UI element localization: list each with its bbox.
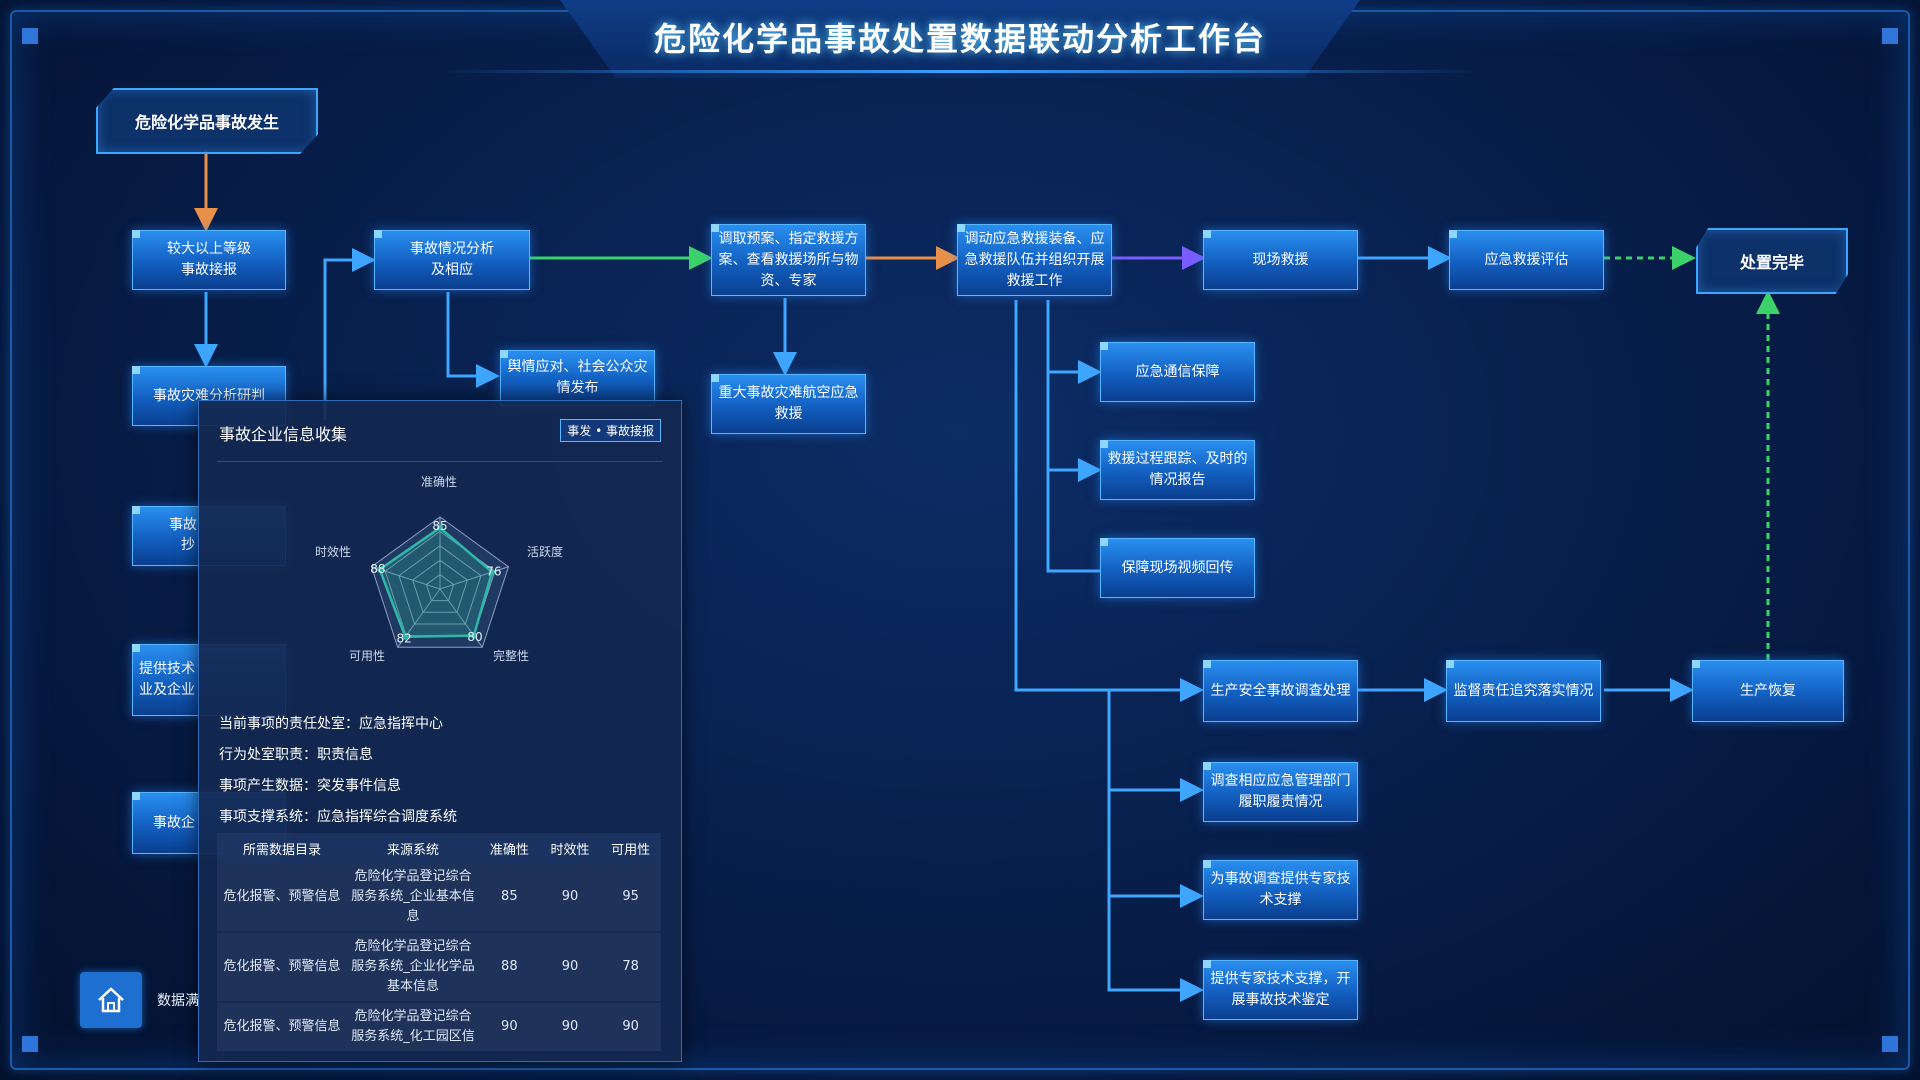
table-row[interactable]: 危化报警、预警信息 危险化学品登记综合服务系统_化工园区信 90 90 90 [217, 1001, 661, 1051]
radar-value-label: 76 [486, 564, 501, 578]
table-cell: 90 [539, 863, 601, 932]
radar-axis-line [439, 566, 509, 590]
radar-axis-line [371, 566, 441, 590]
node-evaluate[interactable]: 应急救援评估 [1449, 230, 1604, 290]
radar-value-label: 88 [370, 562, 385, 576]
page-title: 危险化学品事故处置数据联动分析工作台 [653, 20, 1266, 58]
node-tracking[interactable]: 救援过程跟踪、及时的 情况报告 [1100, 440, 1255, 500]
home-button[interactable] [80, 972, 142, 1028]
table-header: 可用性 [600, 833, 661, 863]
table-cell: 90 [539, 1001, 601, 1051]
node-restore[interactable]: 生产恢复 [1692, 660, 1844, 722]
table-cell: 88 [479, 931, 540, 1002]
end-node[interactable]: 处置完毕 [1696, 228, 1848, 294]
info-system: 事项支撑系统：应急指挥综合调度系统 [219, 809, 457, 825]
radar-grid-ring [398, 545, 482, 625]
node-investigation[interactable]: 生产安全事故调查处理 [1203, 660, 1358, 722]
table-header: 准确性 [479, 833, 540, 863]
node-comm[interactable]: 应急通信保障 [1100, 342, 1255, 402]
table-cell: 95 [600, 863, 661, 932]
radar-axis-label: 可用性 [349, 649, 386, 663]
corner-ornament [22, 28, 38, 44]
radar-chart: 85 76 80 82 88 [370, 516, 510, 648]
table-cell: 90 [600, 1001, 661, 1051]
node-tech-appraisal[interactable]: 提供专家技术支撑，开 展事故技术鉴定 [1203, 960, 1358, 1020]
table-row[interactable]: 危化报警、预警信息 危险化学品登记综合服务系统_企业基本信息 85 90 95 [217, 863, 661, 932]
node-analysis[interactable]: 事故情况分析 及相应 [374, 230, 530, 290]
node-mobilize[interactable]: 调动应急救援装备、应 急救援队伍并组织开展 救援工作 [957, 224, 1112, 296]
radar-point [489, 569, 496, 576]
node-expert-support[interactable]: 为事故调查提供专家技 术支撑 [1203, 860, 1358, 920]
radar-grid-ring [425, 573, 455, 602]
table-row[interactable]: 危化报警、预警信息 危险化学品登记综合服务系统_企业化学品基本信息 88 90 … [217, 931, 661, 1002]
table-header: 来源系统 [347, 833, 479, 863]
corner-ornament [22, 1036, 38, 1052]
radar-grid-ring [412, 559, 468, 613]
node-onsite[interactable]: 现场救援 [1203, 230, 1358, 290]
table-cell: 85 [479, 863, 540, 932]
radar-value-label: 82 [396, 631, 411, 645]
table-cell: 78 [600, 931, 661, 1002]
radar-point [376, 566, 383, 573]
table-cell: 危化报警、预警信息 [217, 1001, 347, 1051]
radar-series-area [378, 526, 494, 639]
table-cell: 危化报警、预警信息 [217, 931, 347, 1002]
data-label: 数据满 [157, 993, 199, 1009]
node-dept-duty[interactable]: 调查相应应急管理部门 履职履责情况 [1203, 762, 1358, 822]
table-header: 时效性 [539, 833, 601, 863]
data-catalog-table: 所需数据目录 来源系统 准确性 时效性 可用性 危化报警、预警信息 危险化学品登… [217, 833, 661, 1051]
table-cell: 危化报警、预警信息 [217, 863, 347, 932]
radar-point [470, 632, 477, 639]
info-duty: 行为处室职责：职责信息 [219, 747, 373, 763]
table-cell: 危险化学品登记综合服务系统_企业基本信息 [347, 863, 479, 932]
radar-value-label: 80 [467, 630, 482, 644]
radar-axis-label: 时效性 [315, 545, 352, 559]
start-node[interactable]: 危险化学品事故发生 [96, 88, 318, 154]
node-report[interactable]: 较大以上等级 事故接报 [132, 230, 286, 290]
node-aviation[interactable]: 重大事故灾难航空应急 救援 [711, 374, 866, 434]
table-cell: 90 [539, 931, 601, 1002]
radar-value-label: 85 [432, 519, 447, 533]
radar-axis-label: 活跃度 [527, 545, 564, 559]
info-dept: 当前事项的责任处室：应急指挥中心 [219, 716, 443, 732]
table-header: 所需数据目录 [217, 833, 347, 863]
home-icon [98, 987, 124, 1013]
radar-axis-label: 准确性 [421, 475, 458, 489]
title-bar [560, 0, 1360, 78]
table-cell: 90 [479, 1001, 540, 1051]
table-cell: 危险化学品登记综合服务系统_化工园区信 [347, 1001, 479, 1051]
radar-point [437, 524, 443, 531]
node-plan[interactable]: 调取预案、指定救援方 案、查看救援场所与物 资、专家 [711, 224, 866, 296]
info-data: 事项产生数据：突发事件信息 [219, 778, 401, 794]
stage-tag[interactable]: 事发 • 事故接报 [560, 419, 661, 442]
node-supervise[interactable]: 监督责任追究落实情况 [1446, 660, 1601, 722]
table-cell: 危险化学品登记综合服务系统_企业化学品基本信息 [347, 931, 479, 1002]
node-public[interactable]: 舆情应对、社会公众灾 情发布 [500, 350, 655, 406]
enterprise-info-panel: 事故企业信息收集 事发 • 事故接报 85 76 80 82 88 准确性 活跃度 完整… [198, 400, 682, 1062]
node-video[interactable]: 保障现场视频回传 [1100, 538, 1255, 598]
corner-ornament [1882, 28, 1898, 44]
panel-divider [217, 461, 663, 462]
title-underline [440, 70, 1480, 73]
corner-ornament [1882, 1036, 1898, 1052]
radar-point [402, 633, 409, 640]
panel-title: 事故企业信息收集 [219, 425, 348, 444]
radar-axis-label: 完整性 [493, 649, 530, 663]
table-header-row: 所需数据目录 来源系统 准确性 时效性 可用性 [217, 833, 661, 863]
